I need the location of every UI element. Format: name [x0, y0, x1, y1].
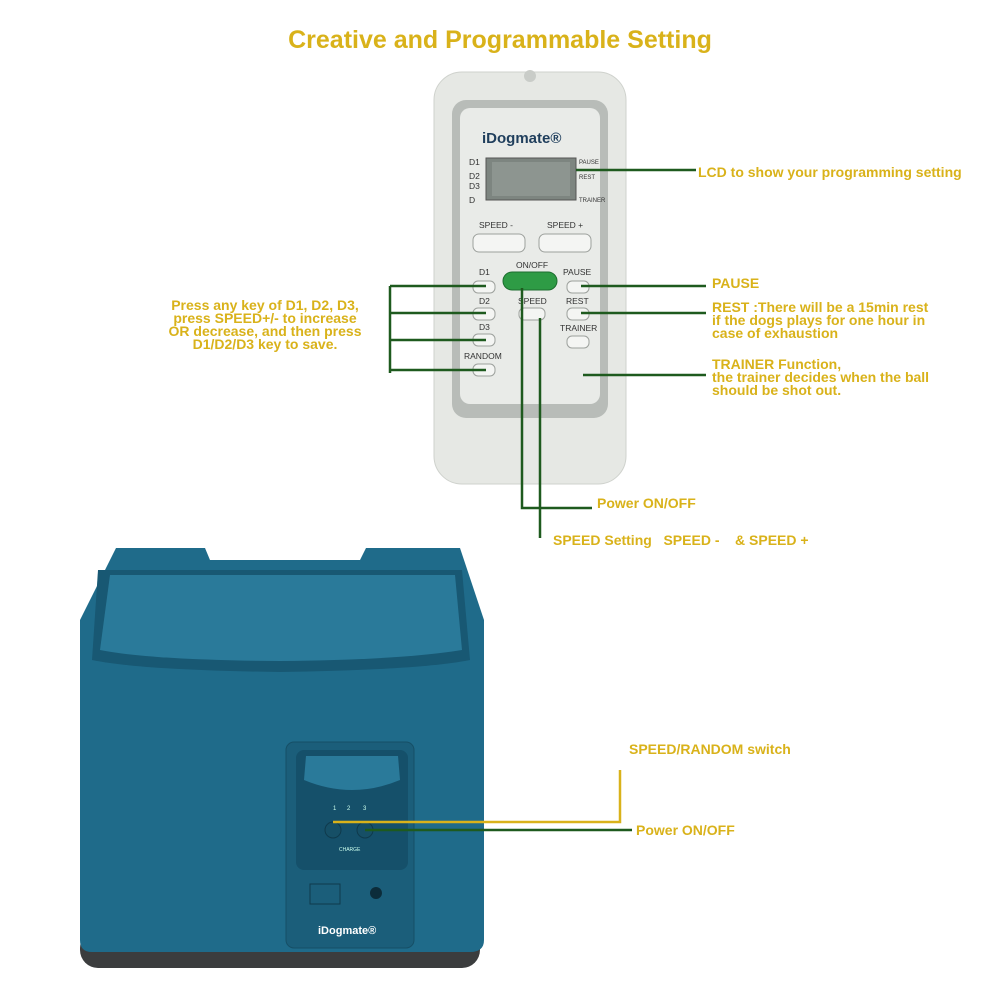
speed-label: SPEED [518, 296, 547, 306]
power-device-annotation: Power ON/OFF [636, 822, 735, 838]
program-annotation-line: press SPEED+/- to increase [173, 310, 357, 326]
charge-label: CHARGE [339, 847, 361, 853]
device-leader-lines [333, 770, 622, 824]
lcd-inner [492, 162, 570, 196]
on-off-label: ON/OFF [516, 260, 548, 270]
speed-button[interactable] [518, 307, 546, 321]
lcd-label-trainer: TRAINER [579, 198, 606, 204]
lcd-label-d: D [469, 195, 475, 205]
program-annotation: Press any key of D1, D2, D3, press SPEED… [150, 297, 380, 352]
lcd-label-rest: REST [579, 175, 595, 181]
leader-lines [388, 168, 706, 538]
rest-annotation-line: REST :There will be a 15min rest [712, 299, 929, 315]
rest-annotation: REST :There will be a 15min rest if the … [712, 299, 929, 341]
speed-minus-label: SPEED - [479, 220, 513, 230]
device-brand: iDogmate® [318, 925, 376, 937]
pause-annotation: PAUSE [712, 275, 760, 291]
device-bowl-inner [100, 575, 462, 661]
power-remote-leader-line [520, 288, 592, 510]
on-off-button[interactable] [502, 271, 558, 291]
device-speed-random-switch[interactable] [324, 821, 342, 839]
trainer-annotation-line: the trainer decides when the ball [712, 369, 930, 385]
program-annotation-line: D1/D2/D3 key to save. [192, 336, 338, 352]
device-recess-highlight [304, 756, 400, 790]
lcd-label-d2: D2 [469, 171, 480, 181]
speed-setting-annotation: SPEED Setting SPEED - & SPEED + [553, 532, 809, 548]
remote-control: iDogmate® D1 D2 D3 D PAUSE REST TRAINER … [433, 70, 627, 485]
rest-label: REST [566, 296, 589, 306]
pause-label: PAUSE [563, 267, 592, 277]
page-title: Creative and Programmable Setting [288, 26, 712, 54]
speed-random-switch-annotation: SPEED/RANDOM switch [629, 741, 791, 757]
program-leader-lines [388, 284, 486, 373]
hanging-hole-icon [524, 70, 536, 82]
program-annotation-line: Press any key of D1, D2, D3, [171, 297, 359, 313]
remote-brand: iDogmate® [482, 130, 561, 147]
d1-label: D1 [479, 267, 490, 277]
indicator-label-2: 2 [347, 806, 351, 812]
trainer-annotation-line: should be shot out. [712, 382, 842, 398]
trainer-button[interactable] [566, 335, 590, 349]
d3-label: D3 [479, 322, 490, 332]
trainer-annotation-line: TRAINER Function, [712, 356, 842, 372]
lcd-annotation: LCD to show your programming setting [698, 164, 962, 180]
program-annotation-line: OR decrease, and then press [168, 323, 362, 339]
speed-plus-label: SPEED + [547, 220, 583, 230]
trainer-label: TRAINER [560, 323, 597, 333]
rest-annotation-line: if the dogs plays for one hour in [712, 312, 926, 328]
ball-launcher-device: 1 2 3 CHARGE iDogmate® [80, 548, 484, 968]
trainer-annotation: TRAINER Function, the trainer decides wh… [712, 356, 930, 398]
switch-leader-line [333, 770, 622, 824]
speed-plus-button[interactable] [538, 233, 592, 253]
charge-port-icon [370, 887, 382, 899]
random-label: RANDOM [464, 351, 502, 361]
lcd-label-d1: D1 [469, 157, 480, 167]
power-remote-annotation: Power ON/OFF [597, 495, 696, 511]
lcd-label-pause: PAUSE [579, 160, 599, 166]
device-sensor-window [309, 883, 341, 905]
indicator-label-3: 3 [363, 806, 367, 812]
indicator-label-1: 1 [333, 806, 337, 812]
lcd-label-d3: D3 [469, 181, 480, 191]
rest-annotation-line: case of exhaustion [712, 325, 839, 341]
speed-minus-button[interactable] [472, 233, 526, 253]
d2-label: D2 [479, 296, 490, 306]
